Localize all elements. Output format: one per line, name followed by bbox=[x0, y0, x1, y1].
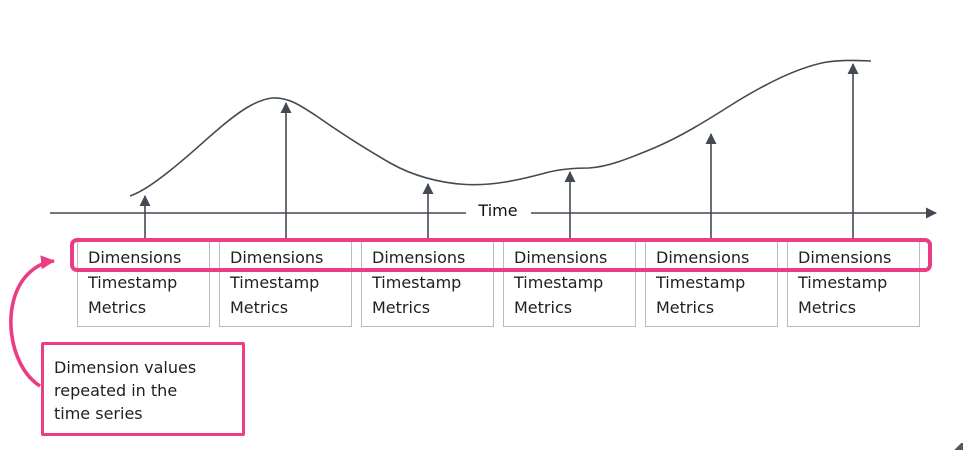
callout-text-line: time series bbox=[54, 404, 143, 423]
record-metrics: Metrics bbox=[230, 298, 289, 317]
time-series-curve bbox=[129, 59, 872, 197]
record-dimensions: Dimensions bbox=[656, 248, 750, 267]
record-dimensions: Dimensions bbox=[514, 248, 608, 267]
record-timestamp: Timestamp bbox=[514, 273, 604, 292]
time-axis-label: Time bbox=[468, 201, 528, 220]
record-box-2: Dimensions Timestamp Metrics bbox=[219, 238, 352, 327]
record-metrics: Metrics bbox=[656, 298, 715, 317]
record-timestamp: Timestamp bbox=[656, 273, 746, 292]
cursor-artifact bbox=[954, 443, 963, 450]
record-dimensions: Dimensions bbox=[230, 248, 324, 267]
record-timestamp: Timestamp bbox=[372, 273, 462, 292]
record-timestamp: Timestamp bbox=[88, 273, 178, 292]
callout-box: Dimension values repeated in the time se… bbox=[41, 342, 245, 436]
record-box-1: Dimensions Timestamp Metrics bbox=[77, 238, 210, 327]
record-box-5: Dimensions Timestamp Metrics bbox=[645, 238, 778, 327]
record-dimensions: Dimensions bbox=[88, 248, 182, 267]
record-dimensions: Dimensions bbox=[372, 248, 466, 267]
record-box-4: Dimensions Timestamp Metrics bbox=[503, 238, 636, 327]
callout-text-line: Dimension values bbox=[54, 358, 197, 377]
record-timestamp: Timestamp bbox=[230, 273, 320, 292]
record-metrics: Metrics bbox=[88, 298, 147, 317]
record-metrics: Metrics bbox=[798, 298, 857, 317]
record-box-3: Dimensions Timestamp Metrics bbox=[361, 238, 494, 327]
record-box-6: Dimensions Timestamp Metrics bbox=[787, 238, 920, 327]
record-metrics: Metrics bbox=[372, 298, 431, 317]
record-timestamp: Timestamp bbox=[798, 273, 888, 292]
record-metrics: Metrics bbox=[514, 298, 573, 317]
callout-curved-arrow bbox=[9, 255, 55, 388]
record-dimensions: Dimensions bbox=[798, 248, 892, 267]
callout-text-line: repeated in the bbox=[54, 381, 178, 400]
